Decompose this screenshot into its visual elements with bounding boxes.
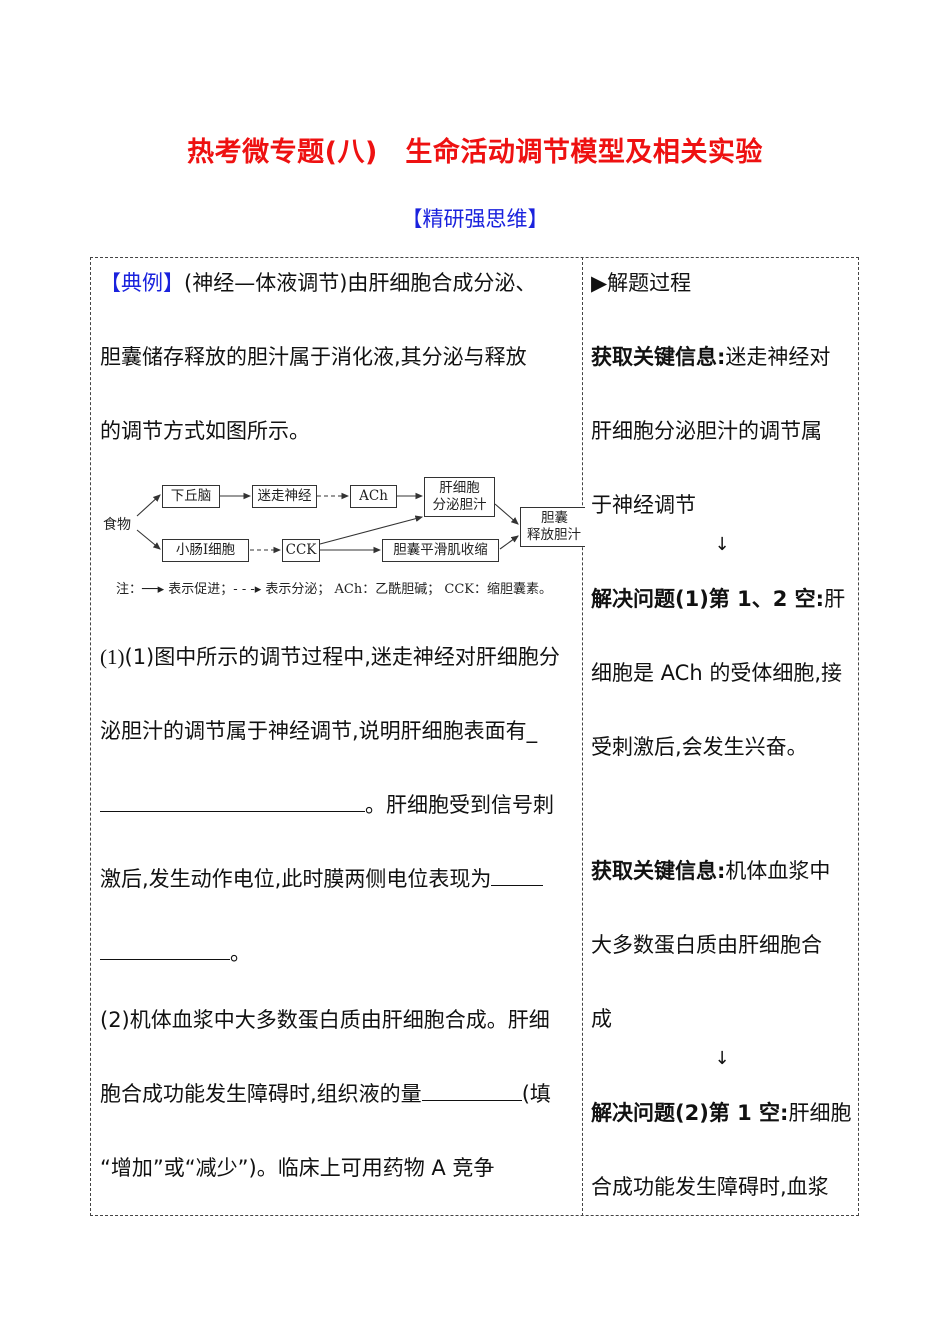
answer-blank-tissue-fluid[interactable] (421, 1080, 522, 1101)
block2-line-2: 细胞是 ACh 的受体细胞,接 (591, 661, 842, 685)
node-small-intestine-cell: 小肠Ⅰ细胞 (162, 539, 249, 562)
q2-line-2: 胞合成功能发生障碍时,组织液的量(填 (100, 1080, 551, 1106)
q1-line-3: 。肝细胞受到信号刺 (100, 768, 578, 842)
solution-column: ▶解题过程 获取关键信息:迷走神经对 肝细胞分泌胆汁的调节属 于神经调节 ↓ 解… (591, 246, 853, 1224)
block3-line-3: 成 (591, 1007, 612, 1031)
answer-blank-potential-a[interactable] (491, 865, 544, 886)
example-column: 【典例】(神经—体液调节)由肝细胞合成分泌、 胆囊储存释放的胆汁属于消化液,其分… (100, 246, 578, 468)
node-hypothalamus: 下丘脑 (162, 485, 220, 508)
section-subtitle: 【精研强思维】 (401, 207, 549, 231)
q1-line-2: 泌胆汁的调节属于神经调节,说明肝细胞表面有_ (100, 719, 538, 743)
node-vagus-nerve: 迷走神经 (252, 485, 317, 508)
example-tag: 【典例】 (100, 271, 184, 295)
down-arrow-icon: ↓ (714, 534, 730, 555)
column-divider (582, 257, 583, 1216)
block3-line-1: 获取关键信息:机体血浆中 (591, 859, 831, 883)
example-intro-line-1: 【典例】(神经—体液调节)由肝细胞合成分泌、 (100, 271, 537, 295)
solution-heading: ▶解题过程 (591, 271, 692, 295)
content-frame (90, 257, 859, 1216)
node-cck: CCK (282, 539, 320, 562)
diagram-start-food: 食物 (103, 517, 131, 533)
block1-line-3: 于神经调节 (591, 493, 696, 517)
q1-line-1: (1)(1)图中所示的调节过程中,迷走神经对肝细胞分 (100, 645, 560, 669)
answer-blank-receptor[interactable] (100, 791, 365, 812)
down-arrow-icon: ↓ (714, 1048, 730, 1069)
diagram-arrows (136, 492, 519, 554)
diagram-legend-note: 注：──▸ 表示促进；- - -▸ 表示分泌； ACh：乙酰胆碱； CCK：缩胆… (116, 582, 552, 597)
block4-line-1: 解决问题(2)第 1 空:肝细胞 (591, 1101, 852, 1125)
page-title: 热考微专题(八) 生命活动调节模型及相关实验 (187, 137, 763, 168)
regulation-diagram: 食物 下丘脑 迷走神经 ACh 肝细胞 分泌胆汁 小肠Ⅰ细胞 CCK 胆囊平滑肌… (100, 474, 585, 604)
answer-blank-potential-b[interactable] (100, 939, 230, 960)
example-intro-line-2: 胆囊储存释放的胆汁属于消化液,其分泌与释放 (100, 345, 527, 369)
q1-line-5: 。 (100, 916, 578, 990)
block1-line-2: 肝细胞分泌胆汁的调节属 (591, 419, 822, 443)
node-gallbladder-release-bile: 胆囊 释放胆汁 (520, 507, 585, 547)
node-ach: ACh (350, 485, 397, 508)
q2-line-3: “增加”或“减少”)。临床上可用药物 A 竞争 (100, 1156, 495, 1180)
q2-line-1: (2)机体血浆中大多数蛋白质由肝细胞合成。肝细 (100, 1008, 550, 1032)
block2-line-3: 受刺激后,会发生兴奋。 (591, 735, 808, 759)
q1-line-4: 激后,发生动作电位,此时膜两侧电位表现为 (100, 842, 578, 916)
node-gallbladder-muscle-contract: 胆囊平滑肌收缩 (382, 539, 499, 562)
question-2: (2)机体血浆中大多数蛋白质由肝细胞合成。肝细 胞合成功能发生障碍时,组织液的量… (100, 983, 578, 1205)
example-intro-line-3: 的调节方式如图所示。 (100, 419, 310, 443)
spacer (591, 784, 853, 834)
question-1: (1)(1)图中所示的调节过程中,迷走神经对肝细胞分 泌胆汁的调节属于神经调节,… (100, 620, 578, 990)
block3-line-2: 大多数蛋白质由肝细胞合 (591, 933, 822, 957)
block4-line-2: 合成功能发生障碍时,血浆 (591, 1175, 829, 1199)
block1-line-1: 获取关键信息:迷走神经对 (591, 345, 831, 369)
block2-line-1: 解决问题(1)第 1、2 空:肝 (591, 587, 846, 611)
node-liver-secrete-bile: 肝细胞 分泌胆汁 (424, 477, 495, 517)
